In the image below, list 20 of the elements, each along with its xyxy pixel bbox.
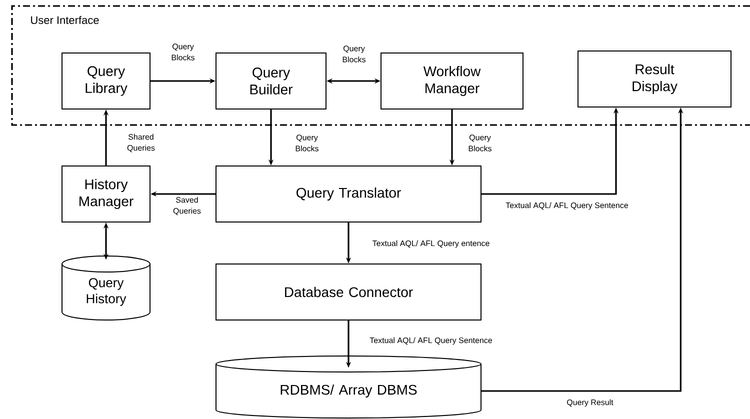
- edge-label: Textual AQL/ AFL Query entence: [372, 240, 490, 248]
- edge-label: Textual AQL/ AFL Query Sentence: [370, 337, 492, 345]
- region-title: User Interface: [31, 16, 99, 24]
- edge-label: Query Blocks: [342, 46, 366, 62]
- edge-label: Textual AQL/ AFL Query Sentence: [506, 202, 628, 210]
- edge-label: Shared Queries: [127, 134, 155, 152]
- process-box: Workflow Manager: [380, 52, 524, 110]
- process-box: Query Translator: [216, 166, 482, 222]
- database-cylinder: RDBMS/ Array DBMS: [216, 356, 482, 418]
- edge-label: Query Blocks: [296, 134, 318, 152]
- process-box: Query Library: [62, 52, 150, 110]
- process-box: Result Display: [578, 50, 732, 108]
- process-box: History Manager: [62, 166, 150, 222]
- process-box: Query Builder: [216, 52, 326, 110]
- database-cylinder: Query History: [62, 256, 150, 320]
- edge-label: Query Blocks: [172, 44, 194, 60]
- process-box: Database Connector: [216, 264, 482, 320]
- edge-label: Query Blocks: [468, 134, 492, 152]
- edge-label: Saved Queries: [173, 196, 201, 216]
- edge-label: Query Result: [567, 399, 614, 407]
